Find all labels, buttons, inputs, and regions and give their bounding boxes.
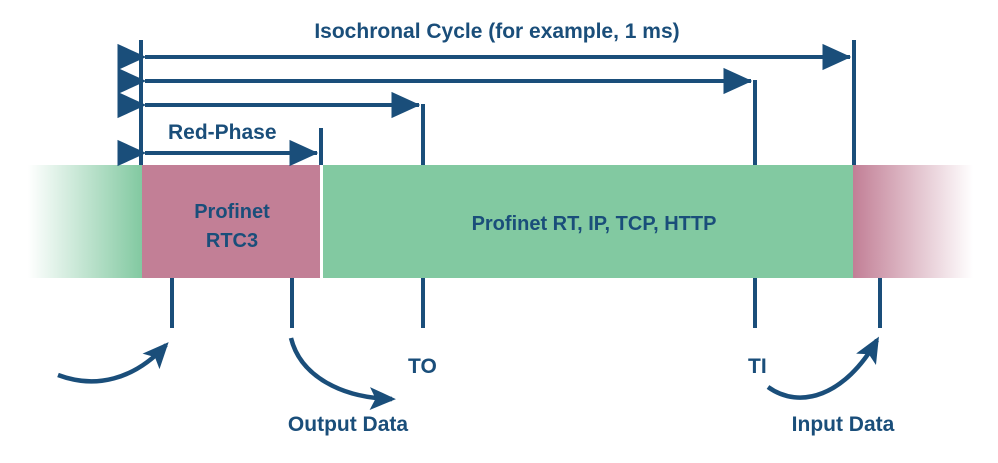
label-input-data: Input Data	[792, 413, 895, 436]
diagram-title: Isochronal Cycle (for example, 1 ms)	[314, 20, 679, 43]
green-fade-left	[28, 165, 142, 278]
callout-arrows	[57, 336, 879, 411]
label-output-data: Output Data	[288, 413, 408, 436]
measurement-arrows	[117, 43, 852, 167]
arrow-input-trigger-curve	[57, 342, 169, 384]
label-marker-to: TO	[408, 355, 437, 378]
pink-fade-right	[853, 165, 973, 278]
label-profinet-rtc3-line2: RTC3	[206, 230, 258, 252]
label-marker-ti: TI	[748, 355, 767, 378]
block-profinet-rt	[323, 165, 853, 278]
lower-boundary-ticks	[170, 278, 882, 328]
label-profinet-rt: Profinet RT, IP, TCP, HTTP	[472, 213, 717, 235]
timeline-band	[28, 165, 973, 278]
label-profinet-rtc3-line1: Profinet	[194, 201, 270, 223]
block-profinet-rtc3	[142, 165, 320, 278]
arrow-input-data-curve	[766, 336, 879, 400]
arrow-output-data-curve	[288, 337, 396, 411]
label-red-phase: Red-Phase	[168, 121, 277, 144]
